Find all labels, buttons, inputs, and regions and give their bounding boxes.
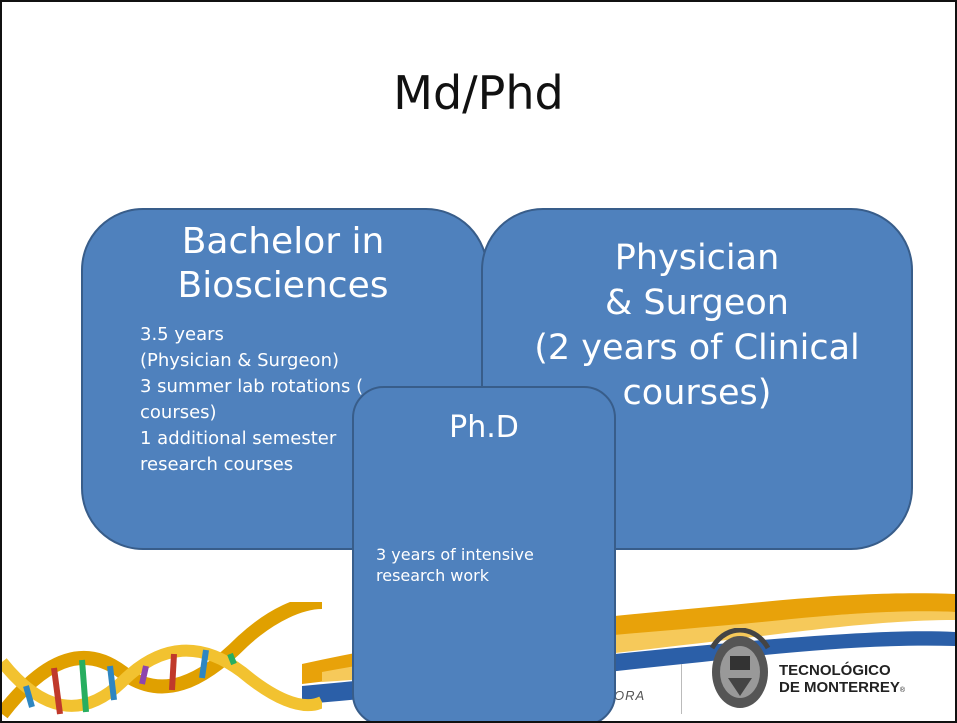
bachelor-detail-line: research courses: [140, 454, 294, 475]
bachelor-detail-line: 3.5 years: [140, 324, 224, 345]
phd-description: 3 years of intensive research work: [376, 545, 534, 585]
bachelor-heading-line-2: Biosciences: [177, 265, 389, 306]
brand-wordmark: TECNOLÓGICO DE MONTERREY®: [779, 662, 905, 699]
dna-helix-graphic: [2, 602, 322, 719]
physician-heading-line-1: Physician: [614, 238, 780, 278]
bachelor-detail-line: 1 additional semester: [140, 428, 337, 449]
bachelor-detail-line: (Physician & Surgeon): [140, 350, 339, 371]
brand-line-2: DE MONTERREY: [779, 679, 900, 696]
physician-heading: Physician & Surgeon (2 years of Clinical…: [483, 236, 911, 416]
physician-heading-line-2: & Surgeon: [605, 283, 789, 323]
bachelor-heading-line-1: Bachelor in: [181, 221, 385, 262]
registered-mark: ®: [899, 687, 906, 694]
physician-heading-line-3: (2 years of Clinical: [534, 328, 860, 368]
phd-box: Ph.D 3 years of intensive research work: [352, 386, 616, 721]
physician-heading-line-4: courses): [622, 373, 772, 413]
phd-heading: Ph.D: [449, 410, 519, 445]
bachelor-detail-line: 3 summer lab rotations (: [140, 376, 364, 397]
brand-line-1: TECNOLÓGICO: [779, 662, 891, 679]
bachelor-details: 3.5 years (Physician & Surgeon) 3 summer…: [140, 322, 363, 478]
bachelor-detail-line: courses): [140, 402, 217, 423]
university-seal-logo: [709, 628, 771, 708]
bachelor-heading: Bachelor in Biosciences: [83, 220, 483, 308]
campus-name-fragment: ORA: [614, 688, 646, 703]
slide-title: Md/Phd: [393, 66, 564, 120]
footer-divider: [681, 664, 682, 714]
